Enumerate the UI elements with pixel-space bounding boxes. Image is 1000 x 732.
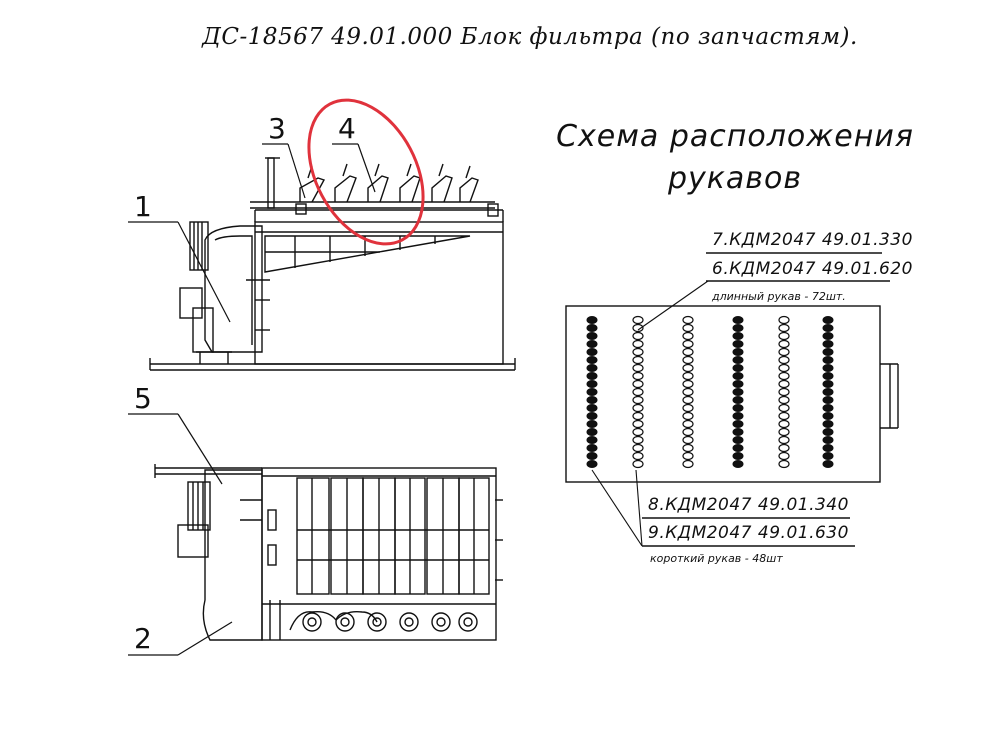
callout-5: 5 xyxy=(134,382,152,415)
sleeve-row-5 xyxy=(778,315,790,469)
part-label-8: 8.КДМ2047 49.01.340 xyxy=(648,495,849,515)
part-label-7: 7.КДМ2047 49.01.330 xyxy=(712,230,913,250)
sleeve-layout-scheme xyxy=(565,252,899,547)
sleeve-row-3 xyxy=(682,315,694,469)
drawing-title: ДС-18567 49.01.000 Блок фильтра (по запч… xyxy=(202,24,858,50)
callout-1: 1 xyxy=(134,190,152,223)
sleeve-rows xyxy=(586,315,834,469)
scheme-title-line2: рукавов xyxy=(667,161,803,196)
side-view xyxy=(149,157,516,371)
part-label-6: 6.КДМ2047 49.01.620 xyxy=(712,259,913,279)
scheme-title-line1: Схема расположения xyxy=(556,119,914,154)
blowpipe-group xyxy=(295,163,499,217)
callout-3: 3 xyxy=(268,112,286,145)
short-sleeve-note: короткий рукав - 48шт xyxy=(650,552,783,565)
highlight-circle xyxy=(307,98,425,246)
part-label-9: 9.КДМ2047 49.01.630 xyxy=(648,523,849,543)
callout-2: 2 xyxy=(134,622,152,655)
long-sleeve-note: длинный рукав - 72шт. xyxy=(712,290,846,303)
callout-4: 4 xyxy=(338,112,356,145)
sleeve-row-4 xyxy=(732,316,744,468)
sleeve-row-6 xyxy=(822,316,834,468)
sleeve-row-1 xyxy=(586,316,598,468)
plan-view xyxy=(154,464,503,641)
sleeve-row-2 xyxy=(632,315,644,469)
